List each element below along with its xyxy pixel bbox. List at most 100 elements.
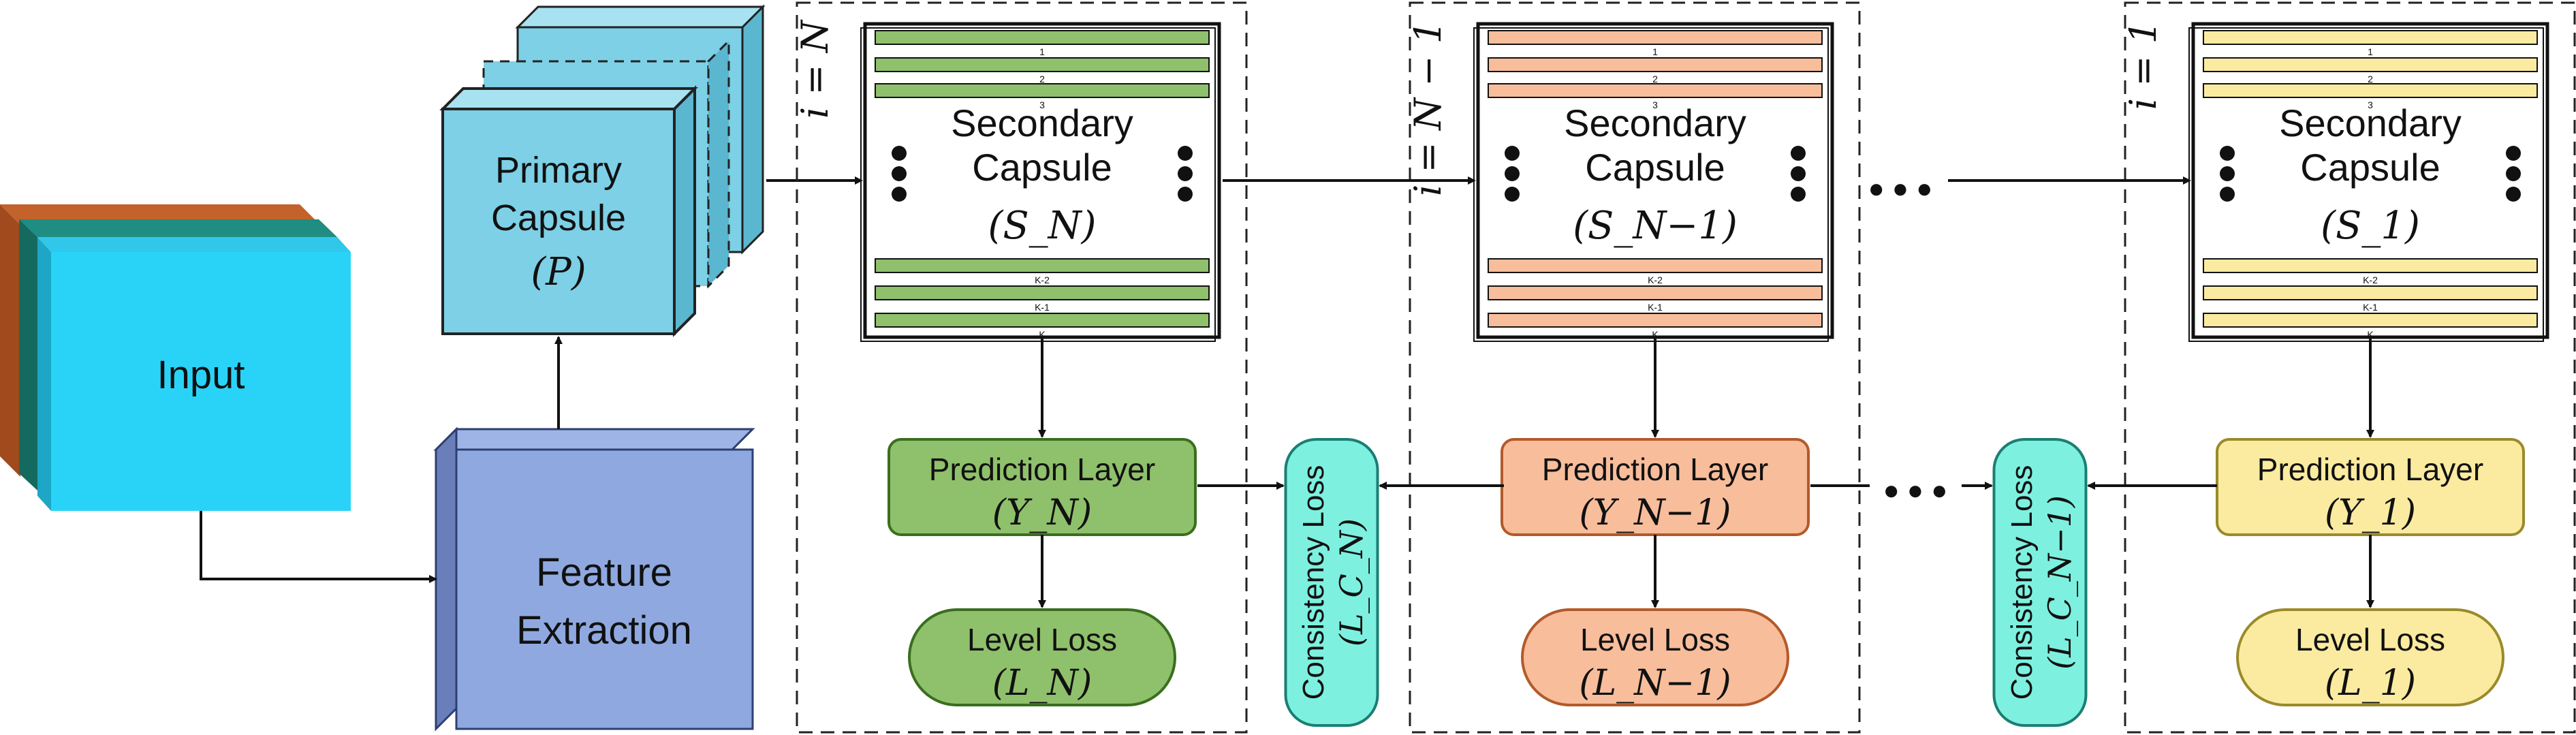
primary-symbol: (P): [531, 250, 586, 294]
capsule-strip-bottom-label-0-1: K-1: [1035, 302, 1050, 313]
feature-front: [455, 448, 754, 730]
level-index-label-2: i = 1: [2122, 20, 2165, 110]
capsule-dot-2-0-2: [2220, 187, 2235, 202]
level-loss-box-1: [1521, 608, 1789, 706]
secondary-capsule-symbol-2: (S_1): [2321, 204, 2420, 248]
capsule-strip-bottom-1-1: [1488, 285, 1823, 300]
capsule-strip-top-2-1: [2203, 57, 2538, 72]
capsule-strip-bottom-label-0-0: K-2: [1035, 275, 1050, 285]
prediction-layer-symbol-2: (Y_1): [2325, 492, 2416, 533]
level-frame-2: [2124, 1, 2576, 734]
input-label: Input: [157, 353, 245, 397]
capsule-dot-2-1-2: [2506, 187, 2521, 202]
level-loss-symbol-2: (L_1): [2325, 663, 2416, 704]
secondary-capsule-shadow-0: [860, 27, 1216, 342]
capsule-strip-bottom-label-2-0: K-2: [2363, 275, 2378, 285]
capsule-dot-1-0-0: [1505, 146, 1520, 161]
capsule-dot-1-1-2: [1791, 187, 1806, 202]
consistency-loss-box-1: [1992, 438, 2088, 727]
capsule-strip-top-label-2-0: 1: [2368, 46, 2373, 57]
secondary-capsule-box-1: [1476, 22, 1834, 339]
capsule-dot-1-0-1: [1505, 166, 1520, 181]
prediction-layer-title-0: Prediction Layer: [929, 452, 1155, 487]
input-mid-top: [19, 219, 337, 237]
feature-label-line1: Feature: [536, 550, 672, 595]
prediction-layer-symbol-1: (Y_N−1): [1579, 492, 1731, 533]
secondary-capsule-shadow-2: [2188, 27, 2544, 342]
capsule-dot-0-1-0: [1178, 146, 1193, 161]
capsule-strip-bottom-label-1-1: K-1: [1648, 302, 1663, 313]
capsule-dot-2-1-1: [2506, 166, 2521, 181]
prediction-layer-title-1: Prediction Layer: [1542, 452, 1768, 487]
level-loss-box-0: [908, 608, 1176, 706]
secondary-capsule-label-line1-0: Secondary: [951, 101, 1133, 144]
capsule-dot-0-0-2: [892, 187, 907, 202]
consistency-loss-symbol-0: (L_C_N): [1333, 518, 1370, 646]
capsule-strip-top-label-2-2: 3: [2368, 99, 2373, 110]
level-frame-1: [1409, 1, 1861, 734]
capsule-strip-top-label-0-2: 3: [1039, 99, 1045, 110]
capsule-dot-2-1-0: [2506, 146, 2521, 161]
capsule-dot-2-0-0: [2220, 146, 2235, 161]
level-loss-symbol-1: (L_N−1): [1579, 663, 1731, 704]
capsule-strip-top-1-0: [1488, 30, 1823, 45]
capsule-dot-1-1-1: [1791, 166, 1806, 181]
capsule-strip-top-0-1: [875, 57, 1210, 72]
capsule-strip-top-label-1-2: 3: [1652, 99, 1658, 110]
consistency-loss-title-0: Consistency Loss: [1297, 465, 1330, 700]
capsule-strip-bottom-label-2-2: K: [2367, 329, 2374, 340]
capsule-dot-0-0-1: [892, 166, 907, 181]
primary-layer-back-side: [741, 4, 764, 255]
capsule-strip-top-label-0-1: 2: [1039, 74, 1045, 84]
capsule-dot-2-0-1: [2220, 166, 2235, 181]
primary-layer-back-top: [515, 5, 766, 29]
input-stack: Input: [0, 204, 351, 511]
level-frame-0: [796, 1, 1248, 734]
primary-layer-mid-side: [707, 38, 730, 289]
prediction-layer-symbol-0: (Y_N): [992, 492, 1092, 533]
capsule-strip-bottom-1-0: [1488, 258, 1823, 273]
primary-label-line2: Capsule: [491, 198, 626, 238]
secondary-capsule-label-line2-2: Capsule: [2300, 146, 2440, 189]
capsule-dot-1-0-2: [1505, 187, 1520, 202]
static-connectors: [200, 176, 863, 583]
ellipsis-top: ● ● ●: [1868, 174, 1933, 204]
capsule-dot-1-1-0: [1791, 146, 1806, 161]
consistency-loss-title-1: Consistency Loss: [2005, 465, 2039, 700]
secondary-capsule-symbol-1: (S_N−1): [1573, 204, 1738, 248]
level-index-label-1: i = N − 1: [1407, 20, 1449, 196]
feature-top: [433, 428, 755, 451]
consistency-loss-box-0: [1284, 438, 1379, 727]
primary-label-line1: Primary: [495, 150, 622, 191]
input-back-side: [0, 204, 20, 477]
feature-side: [435, 426, 458, 732]
primary-layer-front: [441, 108, 676, 335]
level-loss-title-0: Level Loss: [967, 622, 1117, 657]
secondary-capsule-label-line1-1: Secondary: [1564, 101, 1746, 144]
capsule-strip-top-0-2: [875, 83, 1210, 98]
capsule-strip-bottom-label-0-2: K: [1039, 329, 1046, 340]
capsule-strip-top-1-2: [1488, 83, 1823, 98]
capsule-strip-bottom-2-2: [2203, 313, 2538, 328]
capsule-strip-top-label-1-0: 1: [1652, 46, 1658, 57]
level-loss-title-2: Level Loss: [2295, 622, 2445, 657]
level-loss-box-2: [2236, 608, 2504, 706]
capsule-strip-top-2-2: [2203, 83, 2538, 98]
capsule-dot-0-1-1: [1178, 166, 1193, 181]
secondary-capsule-shadow-1: [1473, 27, 1829, 342]
feature-label-line2: Extraction: [516, 608, 692, 653]
input-front-side: [37, 237, 51, 511]
capsule-strip-bottom-0-2: [875, 313, 1210, 328]
secondary-capsule-box-2: [2191, 22, 2549, 339]
secondary-capsule-label-line2-0: Capsule: [972, 146, 1112, 189]
arrow-input-to-feature: [200, 511, 437, 583]
capsule-strip-bottom-0-1: [875, 285, 1210, 300]
capsule-strip-bottom-2-1: [2203, 285, 2538, 300]
capsule-strip-top-label-1-1: 2: [1652, 74, 1658, 84]
secondary-capsule-label-line2-1: Capsule: [1585, 146, 1725, 189]
capsule-strip-top-1-1: [1488, 57, 1823, 72]
capsule-strip-bottom-label-2-1: K-1: [2363, 302, 2378, 313]
primary-capsule-stack: Primary Capsule (P): [439, 4, 766, 337]
